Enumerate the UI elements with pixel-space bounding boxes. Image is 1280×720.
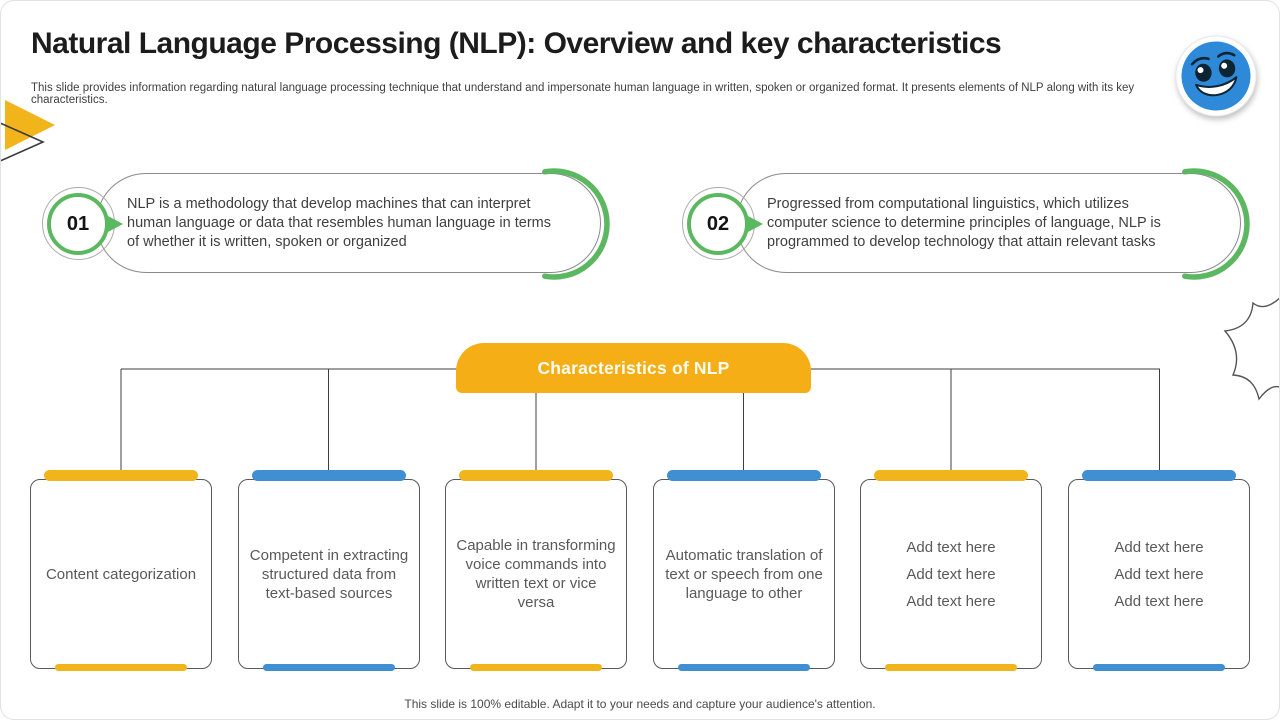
characteristics-header: Characteristics of NLP — [456, 343, 811, 393]
point-capsule-01: 01 NLP is a methodology that develop mac… — [42, 168, 610, 280]
point-text: Progressed from computational linguistic… — [767, 195, 1161, 250]
accent-bar-bottom — [885, 664, 1017, 671]
pointer-icon — [108, 216, 123, 232]
characteristic-box-3: Capable in transforming voice commands i… — [445, 470, 627, 671]
characteristic-box-4: Automatic translation of text or speech … — [653, 470, 835, 671]
characteristic-box-1: Content categorization — [30, 470, 212, 671]
accent-bar-bottom — [263, 664, 395, 671]
accent-bar-bottom — [678, 664, 810, 671]
green-arc-icon — [542, 168, 610, 280]
characteristic-box-2: Competent in extracting structured data … — [238, 470, 420, 671]
accent-bar-bottom — [470, 664, 602, 671]
accent-bar-top — [667, 470, 821, 481]
accent-bar-top — [874, 470, 1028, 481]
accent-bar-top — [1082, 470, 1236, 481]
starburst-icon — [1223, 297, 1279, 401]
page-subtitle: This slide provides information regardin… — [31, 82, 1135, 106]
placeholder-text[interactable]: Add text here — [1114, 538, 1204, 556]
accent-bar-top — [459, 470, 613, 481]
page-title: Natural Language Processing (NLP): Overv… — [31, 27, 1002, 60]
accent-bar-bottom — [55, 664, 187, 671]
box-text: Capable in transforming voice commands i… — [456, 537, 616, 611]
accent-bar-top — [44, 470, 198, 481]
point-text: NLP is a methodology that develop machin… — [127, 195, 551, 250]
pointer-icon — [748, 216, 763, 232]
triangle-icon — [1, 100, 55, 162]
number-badge: 01 — [47, 193, 109, 255]
box-text: Automatic translation of text or speech … — [665, 546, 823, 602]
placeholder-text[interactable]: Add text here — [906, 565, 996, 583]
placeholder-text[interactable]: Add text here — [906, 592, 996, 610]
placeholder-text[interactable]: Add text here — [1114, 592, 1204, 610]
point-capsule-02: 02 Progressed from computational linguis… — [682, 168, 1250, 280]
characteristic-box-5: Add text here Add text here Add text her… — [860, 470, 1042, 671]
accent-bar-bottom — [1093, 664, 1225, 671]
placeholder-text[interactable]: Add text here — [906, 538, 996, 556]
green-arc-icon — [1182, 168, 1250, 280]
accent-bar-top — [252, 470, 406, 481]
footer-note: This slide is 100% editable. Adapt it to… — [404, 697, 876, 711]
box-text: Content categorization — [45, 565, 197, 583]
box-text: Competent in extracting structured data … — [249, 546, 409, 602]
characteristic-box-6: Add text here Add text here Add text her… — [1068, 470, 1250, 671]
placeholder-text[interactable]: Add text here — [1114, 565, 1204, 583]
smiley-face-icon — [1175, 35, 1257, 117]
number-badge: 02 — [687, 193, 749, 255]
